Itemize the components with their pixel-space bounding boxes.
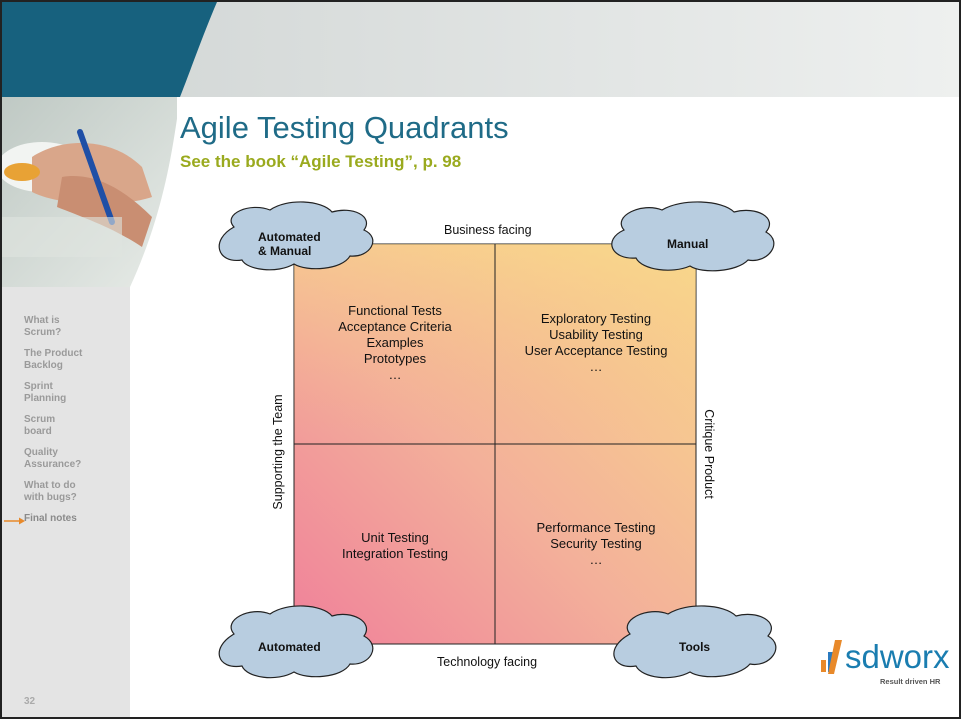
cloud-label-top-right: Manual bbox=[667, 237, 709, 251]
page-title: Agile Testing Quadrants bbox=[180, 110, 509, 145]
logo-tagline: Result driven HR bbox=[880, 677, 941, 686]
nav-item-label-line1: Quality bbox=[24, 447, 58, 458]
quadrant-top-right-text: Exploratory Testing Usability Testing Us… bbox=[500, 311, 692, 375]
cloud-label-line2: & Manual bbox=[258, 244, 312, 258]
nav-item-label-line1: Final notes bbox=[24, 513, 77, 524]
axis-label-bottom: Technology facing bbox=[437, 655, 538, 669]
quadrant-item: Security Testing bbox=[550, 536, 642, 551]
nav-item-label-line2: board bbox=[24, 426, 52, 437]
quadrant-item: Integration Testing bbox=[342, 546, 448, 561]
nav-item-label-line2: Assurance? bbox=[24, 459, 82, 470]
cloud-label-bottom-left: Automated bbox=[258, 640, 321, 654]
cloud-top-right bbox=[611, 201, 775, 272]
nav-item-bugs[interactable]: What to do with bugs? bbox=[24, 480, 124, 504]
quadrant-item: … bbox=[589, 552, 603, 567]
office-photo bbox=[2, 97, 177, 287]
nav-item-label-line2: Backlog bbox=[24, 360, 63, 371]
cloud-bottom-left bbox=[218, 605, 374, 679]
nav-item-label-line2: Planning bbox=[24, 393, 67, 404]
axis-label-left: Supporting the Team bbox=[271, 394, 285, 510]
nav-item-product-backlog[interactable]: The Product Backlog bbox=[24, 348, 124, 372]
current-section-arrow-icon bbox=[4, 517, 25, 525]
quadrant-item: Performance Testing bbox=[536, 520, 656, 535]
nav-item-sprint-planning[interactable]: Sprint Planning bbox=[24, 381, 124, 405]
quadrant-item: … bbox=[589, 359, 603, 374]
cloud-label-bottom-right: Tools bbox=[679, 640, 711, 654]
nav-item-label-line1: What to do bbox=[24, 480, 76, 491]
nav-item-label-line1: The Product bbox=[24, 348, 83, 359]
nav-item-label-line1: Sprint bbox=[24, 381, 53, 392]
quadrant-item: User Acceptance Testing bbox=[524, 343, 668, 358]
cloud-top-left bbox=[218, 201, 374, 271]
axis-label-right: Critique Product bbox=[702, 409, 716, 499]
quadrant-bottom-right-text: Performance Testing Security Testing … bbox=[500, 520, 692, 568]
nav-item-final-notes[interactable]: Final notes bbox=[4, 513, 124, 525]
page-subtitle: See the book “Agile Testing”, p. 98 bbox=[180, 152, 462, 171]
nav-item-scrum-board[interactable]: Scrum board bbox=[24, 414, 124, 438]
quadrant-bottom-left-text: Unit Testing Integration Testing bbox=[302, 530, 488, 562]
logo-wordmark: sdworx bbox=[845, 638, 950, 675]
quadrant-item: Exploratory Testing bbox=[540, 311, 652, 326]
nav-item-what-is-scrum[interactable]: What is Scrum? bbox=[24, 315, 124, 339]
nav-item-quality-assurance[interactable]: Quality Assurance? bbox=[24, 447, 124, 471]
sidebar-nav: What is Scrum? The Product Backlog Sprin… bbox=[4, 315, 124, 534]
quadrant-item: Usability Testing bbox=[549, 327, 643, 342]
axis-label-top: Business facing bbox=[444, 223, 532, 237]
quadrant-top-left-text: Functional Tests Acceptance Criteria Exa… bbox=[302, 303, 488, 383]
quadrant-item: … bbox=[388, 367, 402, 382]
nav-item-label-line2: Scrum? bbox=[24, 327, 62, 338]
quadrant-item: Functional Tests bbox=[348, 303, 442, 318]
page-number: 32 bbox=[24, 696, 36, 707]
cloud-label-line1: Automated bbox=[258, 230, 321, 244]
quadrant-item: Acceptance Criteria bbox=[338, 319, 452, 334]
cloud-bottom-right bbox=[613, 605, 777, 679]
quadrant-item: Unit Testing bbox=[361, 530, 429, 545]
nav-item-label-line2: with bugs? bbox=[24, 492, 77, 503]
cloud-label-top-left: Automated & Manual bbox=[258, 230, 321, 258]
nav-item-label-line1: Scrum bbox=[24, 414, 56, 425]
top-band bbox=[2, 2, 959, 97]
quadrant-item: Examples bbox=[366, 335, 424, 350]
quadrant-item: Prototypes bbox=[363, 351, 427, 366]
sdworx-logo-mark bbox=[821, 640, 842, 674]
nav-item-label-line1: What is bbox=[24, 315, 60, 326]
